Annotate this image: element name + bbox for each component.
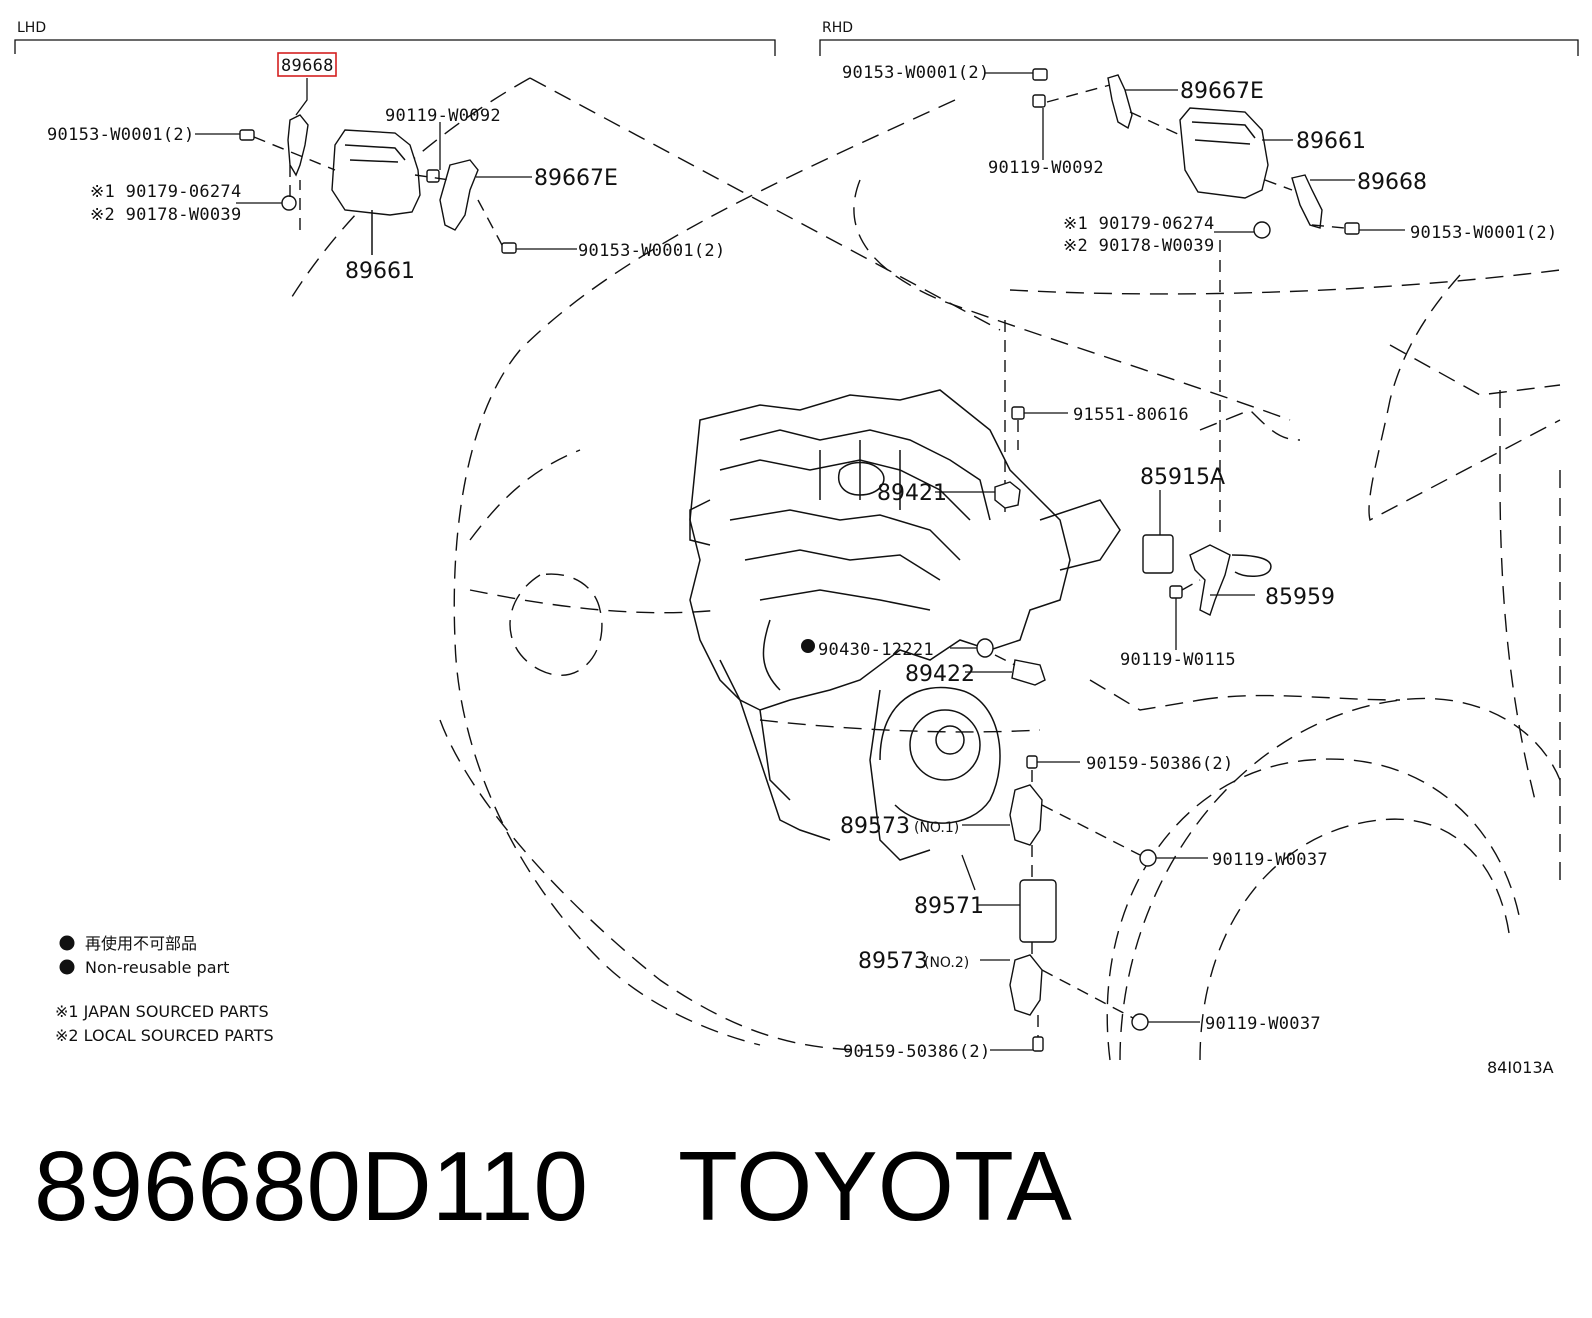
footer-part-number: 896680D110 [34,1131,589,1241]
label-rhd-90119[interactable]: 90119-W0092 [988,158,1104,178]
legend-nonreusable-en: Non-reusable part [85,958,229,977]
label-85959[interactable]: 85959 [1265,585,1335,610]
legend-note-2: ※2 LOCAL SOURCED PARTS [55,1026,274,1045]
section-lhd-bracket [14,39,776,56]
label-rhd-89661[interactable]: 89661 [1296,129,1366,154]
label-lhd-90153-top[interactable]: 90153-W0001(2) [47,125,195,145]
label-rhd-90178[interactable]: ※2 90178-W0039 [1063,236,1215,256]
label-lhd-89667e[interactable]: 89667E [534,166,618,191]
vehicle-body-outline [289,77,1561,1061]
footer-brand: TOYOTA [678,1131,1072,1241]
label-90159-top[interactable]: 90159-50386(2) [1086,754,1234,774]
rhd-parts-group [985,68,1405,540]
legend-dot-jp [59,935,75,951]
rhd-bracket-89668-shape [1291,174,1323,229]
section-lhd-label: LHD [17,20,46,36]
label-89573-no1-suffix: (NO.1) [914,820,959,836]
label-rhd-89668[interactable]: 89668 [1357,170,1427,195]
lhd-bracket-89668-shape [287,114,309,177]
footer-caption: 896680D110 TOYOTA [34,1130,1574,1241]
lhd-bracket-89667e-shape [439,159,479,231]
section-rhd-label: RHD [822,20,853,36]
label-90430[interactable]: 90430-12221 [818,640,934,660]
label-89422[interactable]: 89422 [905,662,975,687]
label-89573-no2-suffix: (NO.2) [924,955,969,971]
label-lhd-90153-bottom[interactable]: 90153-W0001(2) [578,241,726,261]
label-rhd-90179[interactable]: ※1 90179-06274 [1063,214,1215,234]
label-rhd-89667e[interactable]: 89667E [1180,79,1264,104]
legend-note-1: ※1 JAPAN SOURCED PARTS [55,1002,269,1021]
label-lhd-90179[interactable]: ※1 90179-06274 [90,182,242,202]
rhd-bracket-89667e-shape [1107,74,1133,130]
label-lhd-90178[interactable]: ※2 90178-W0039 [90,205,242,225]
label-89571[interactable]: 89571 [914,894,984,919]
label-rhd-90153-top[interactable]: 90153-W0001(2) [842,63,990,83]
rhd-ecu-89661-shape [1179,107,1269,199]
label-rhd-90153-right[interactable]: 90153-W0001(2) [1410,223,1558,243]
label-lhd-90119[interactable]: 90119-W0092 [385,106,501,126]
label-lhd-89661[interactable]: 89661 [345,259,415,284]
engine-assembly [689,389,1121,861]
label-85915a[interactable]: 85915A [1140,465,1225,490]
legend-nonreusable-jp: 再使用不可部品 [85,934,197,953]
label-91551[interactable]: 91551-80616 [1073,405,1189,425]
section-rhd-bracket [819,39,1579,56]
lhd-ecu-89661-shape [331,129,421,216]
legend: 再使用不可部品 Non-reusable part ※1 JAPAN SOURC… [55,934,274,1045]
nonreusable-dot-90430 [801,639,815,653]
label-90159-bottom[interactable]: 90159-50386(2) [843,1042,991,1062]
label-89573-no1[interactable]: 89573 [840,814,910,839]
label-lhd-89668[interactable]: 89668 [281,56,334,76]
legend-dot-en [59,959,75,975]
lhd-parts-group [195,78,577,255]
label-90119-w0037-b[interactable]: 90119-W0037 [1205,1014,1321,1034]
sensor-parts-group [801,406,1272,1052]
highlight-box-89668 [277,52,337,77]
label-90119-w0115[interactable]: 90119-W0115 [1120,650,1236,670]
label-89573-no2[interactable]: 89573 [858,949,928,974]
label-90119-w0037-a[interactable]: 90119-W0037 [1212,850,1328,870]
label-89421[interactable]: 89421 [877,481,947,506]
figure-code: 84I013A [1487,1058,1554,1077]
